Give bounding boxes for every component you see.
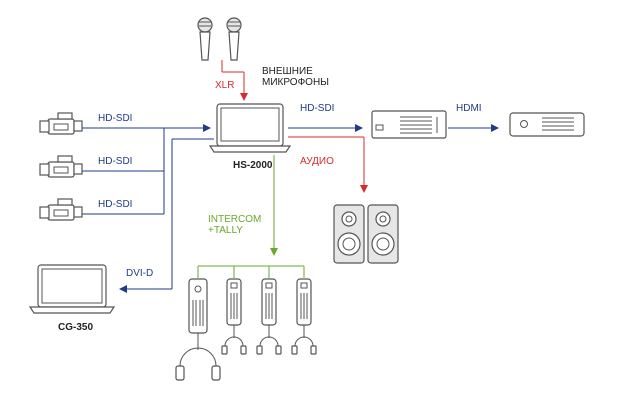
- hdmi-label: HDMI: [456, 103, 482, 114]
- camera-2-label: HD-SDI: [98, 156, 133, 167]
- switcher-label: HS-2000: [233, 160, 273, 171]
- dvid-label: DVI-D: [126, 268, 154, 279]
- camera-1-label: HD-SDI: [98, 113, 133, 124]
- camera-3-label: HD-SDI: [98, 199, 133, 210]
- headset-icon: [221, 325, 247, 355]
- beltpack-icon: [296, 278, 312, 326]
- video-camera-icon: [39, 112, 83, 135]
- external-mics-label: ВНЕШНИЕ МИКРОФОНЫ: [262, 66, 330, 88]
- beltpack-icon: [226, 278, 242, 326]
- xlr-label: XLR: [215, 80, 235, 91]
- speaker-icon: [333, 204, 365, 264]
- microphone-icon: [226, 17, 242, 61]
- headset-icon: [291, 325, 317, 355]
- laptop-icon: [28, 264, 116, 314]
- intercom-lines: [197, 155, 305, 278]
- speaker-icon: [367, 204, 399, 264]
- projector-icon: [509, 112, 585, 137]
- headset-icon: [256, 325, 282, 355]
- microphone-icon: [197, 17, 213, 61]
- audio-label: АУДИО: [300, 156, 334, 167]
- cg-label: CG-350: [58, 322, 94, 333]
- beltpack-icon: [261, 278, 277, 326]
- video-recorder-icon: [371, 110, 447, 139]
- video-lines: [82, 124, 499, 293]
- video-camera-icon: [39, 198, 83, 221]
- beltpack-icon: [188, 278, 208, 334]
- intercom-label: INTERCOM +TALLY: [208, 214, 262, 236]
- laptop-icon: [208, 103, 292, 153]
- hdsdi-output-label: HD-SDI: [300, 103, 335, 114]
- video-camera-icon: [39, 155, 83, 178]
- audio-lines: [221, 60, 368, 193]
- headset-icon: [175, 333, 221, 381]
